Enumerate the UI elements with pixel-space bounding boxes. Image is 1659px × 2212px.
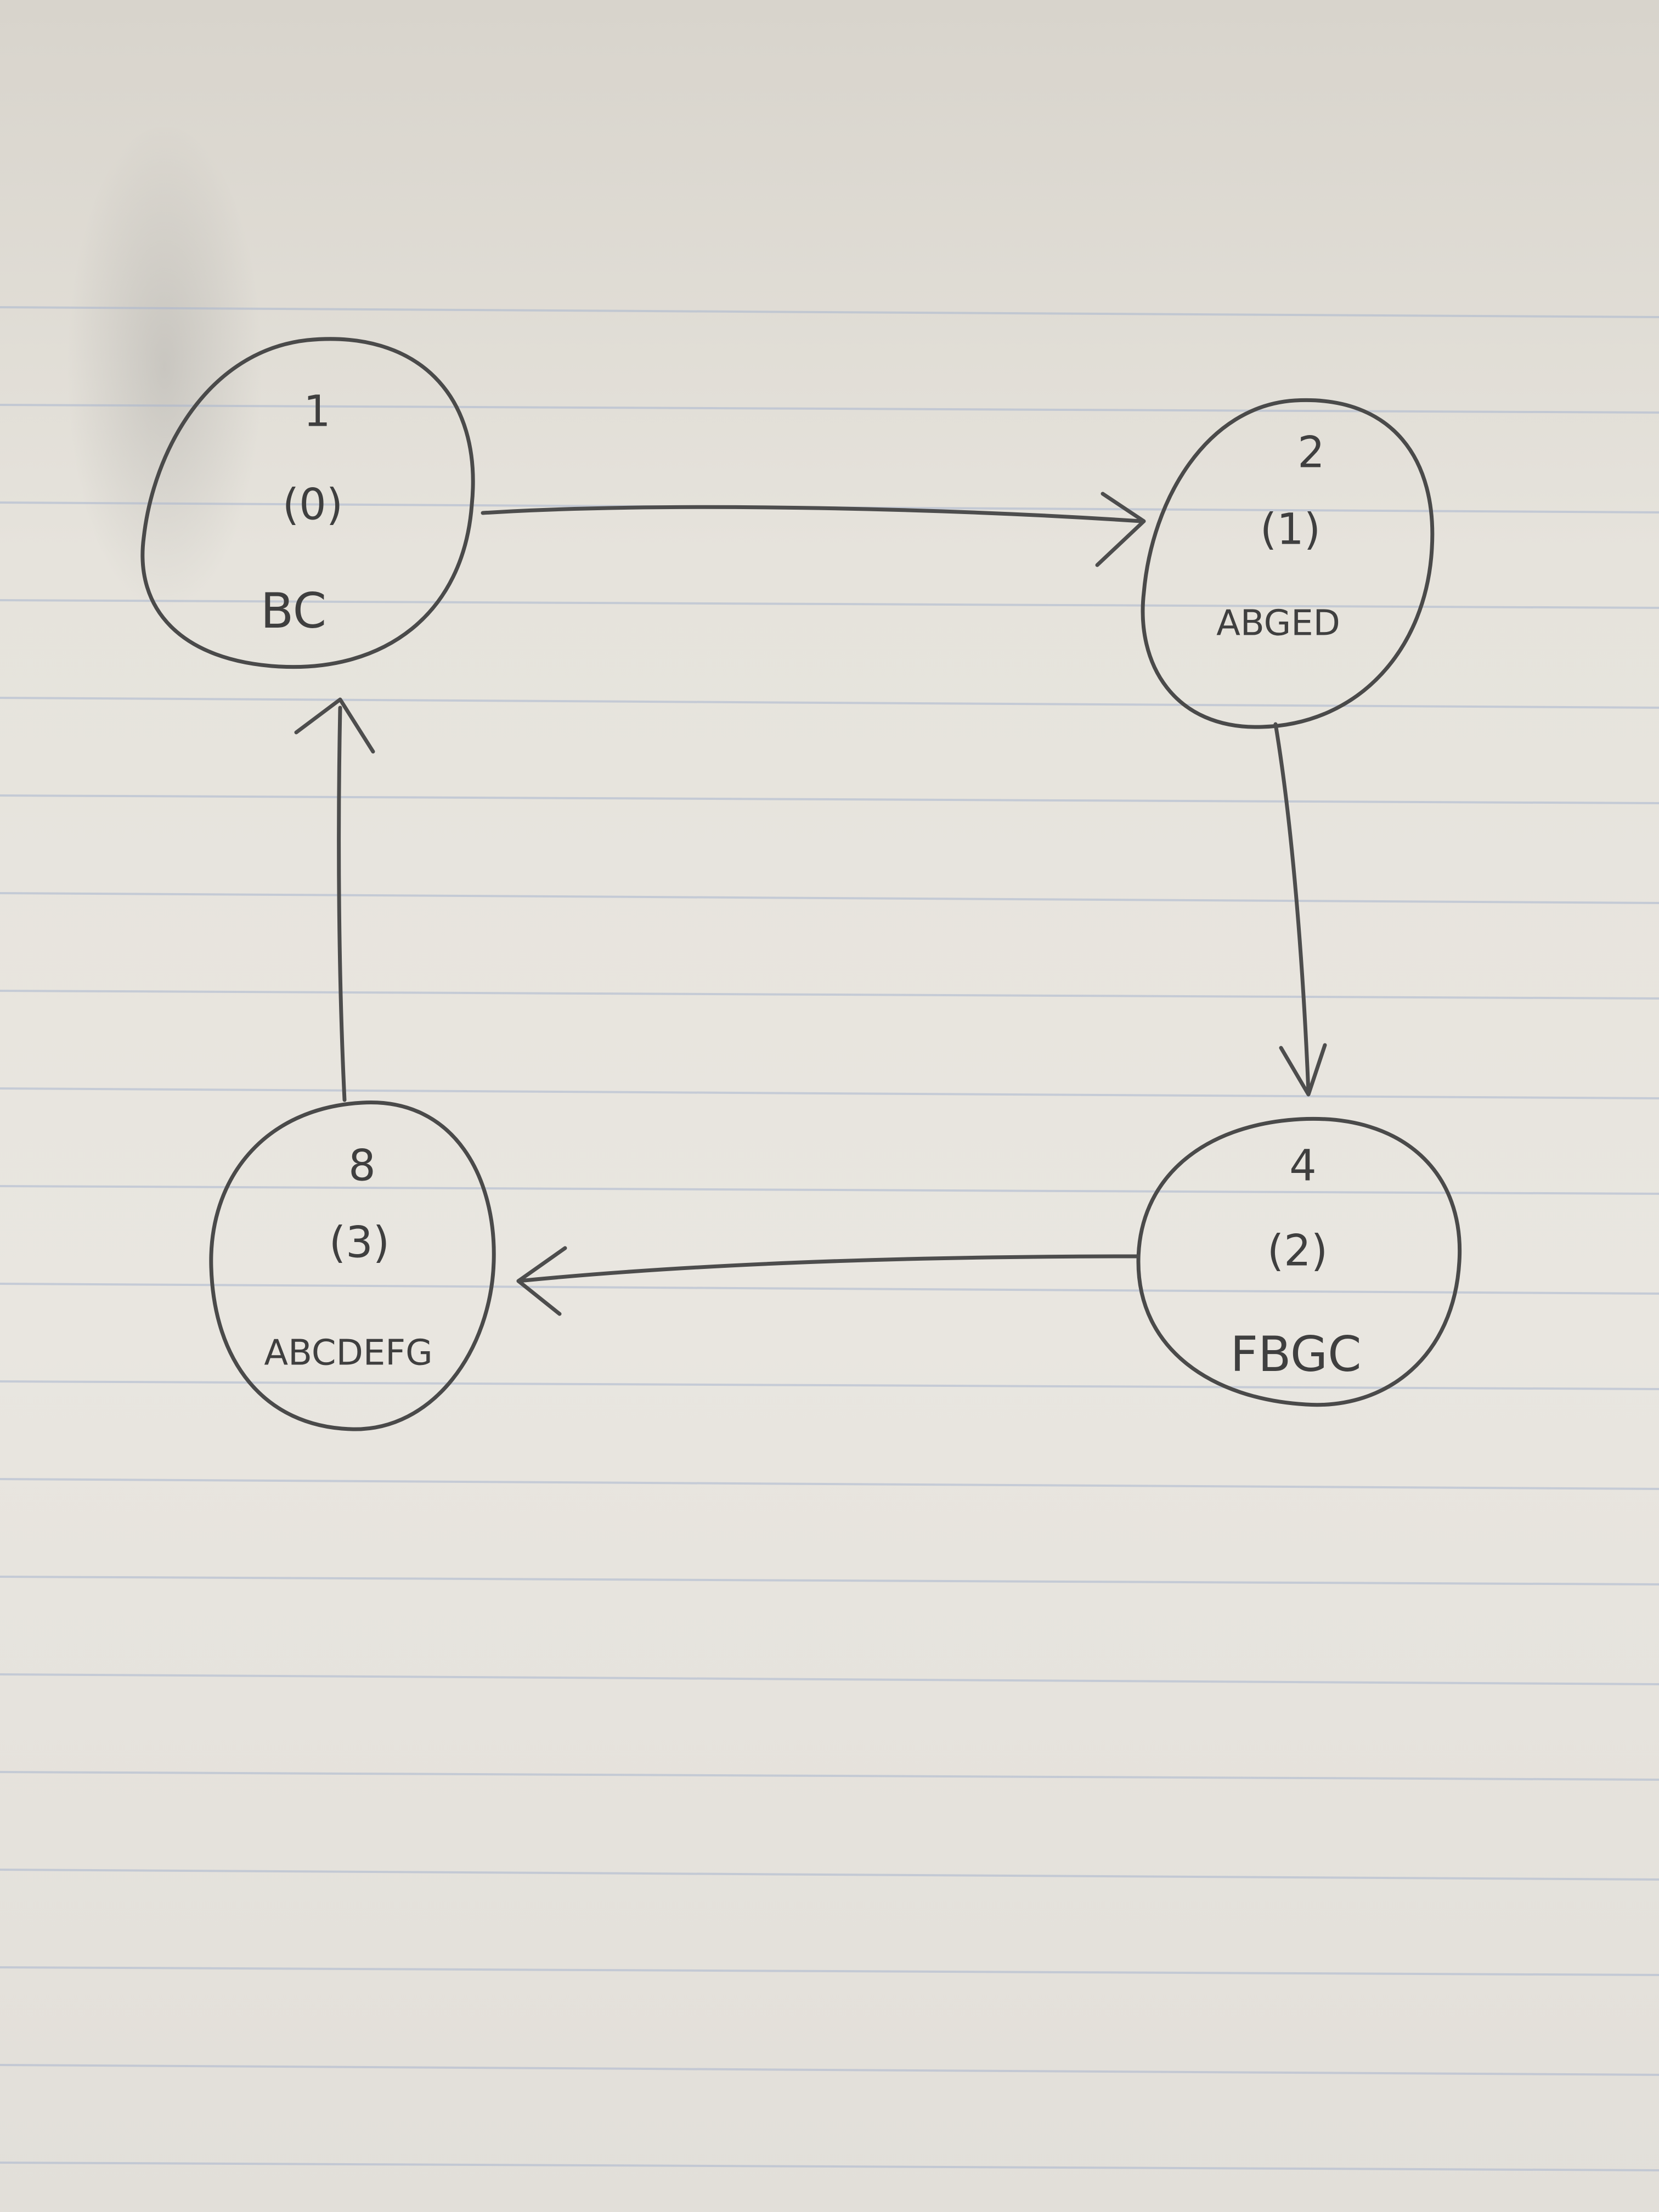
rule-line — [0, 1869, 1659, 1881]
edge-8-to-1-line — [337, 706, 347, 1102]
node-4: 4 (2) FBGC — [1136, 1116, 1462, 1407]
node-1-level: (0) — [283, 480, 343, 529]
node-2-id: 2 — [1297, 428, 1325, 477]
edge-8-to-1-arrowhead — [294, 697, 375, 754]
edge-1-to-2-arrowhead — [1095, 492, 1146, 567]
edge-4-to-8-arrowhead — [516, 1246, 567, 1316]
edge-8-to-1 — [294, 697, 375, 1102]
rule-line — [0, 697, 1659, 709]
node-4-label: FBGC — [1230, 1326, 1361, 1383]
edge-1-to-2 — [481, 492, 1146, 567]
rule-line — [0, 2162, 1659, 2171]
rule-line — [0, 1966, 1659, 1976]
rule-line — [0, 1478, 1659, 1490]
node-2-circle — [1141, 398, 1435, 729]
node-1-label: BC — [261, 583, 326, 639]
node-2-level: (1) — [1260, 505, 1321, 554]
rule-line — [0, 794, 1659, 804]
rule-line — [0, 2064, 1659, 2076]
rule-line — [0, 990, 1659, 1000]
rule-line — [0, 1771, 1659, 1781]
edge-4-to-8 — [516, 1246, 1141, 1316]
node-8-label: ABCDEFG — [264, 1333, 432, 1374]
rule-line — [0, 892, 1659, 904]
node-8-circle — [209, 1101, 496, 1431]
rule-line — [0, 1673, 1659, 1685]
rule-line — [0, 404, 1659, 414]
node-1: 1 (0) BC — [140, 337, 475, 669]
node-2: 2 (1) ABGED — [1141, 398, 1435, 729]
rule-line — [0, 599, 1659, 609]
edge-2-to-4 — [1273, 722, 1327, 1097]
paper-smudge — [66, 121, 263, 614]
rule-line — [0, 1576, 1659, 1585]
node-8-level: (3) — [329, 1218, 390, 1267]
edge-4-to-8-line — [516, 1254, 1141, 1283]
node-2-label: ABGED — [1216, 603, 1340, 644]
rule-line — [0, 306, 1659, 318]
node-1-circle — [140, 337, 475, 669]
node-8-id: 8 — [348, 1141, 376, 1190]
edge-2-to-4-arrowhead — [1279, 1043, 1327, 1097]
node-4-level: (2) — [1267, 1226, 1328, 1276]
node-4-circle — [1136, 1116, 1462, 1407]
rule-line — [0, 1185, 1659, 1195]
edge-1-to-2-line — [481, 505, 1143, 523]
node-8: 8 (3) ABCDEFG — [209, 1101, 496, 1431]
rule-line — [0, 1283, 1659, 1295]
rule-line — [0, 1087, 1659, 1099]
edge-2-to-4-line — [1273, 722, 1311, 1094]
node-4-id: 4 — [1289, 1141, 1317, 1190]
node-1-id: 1 — [303, 387, 331, 436]
